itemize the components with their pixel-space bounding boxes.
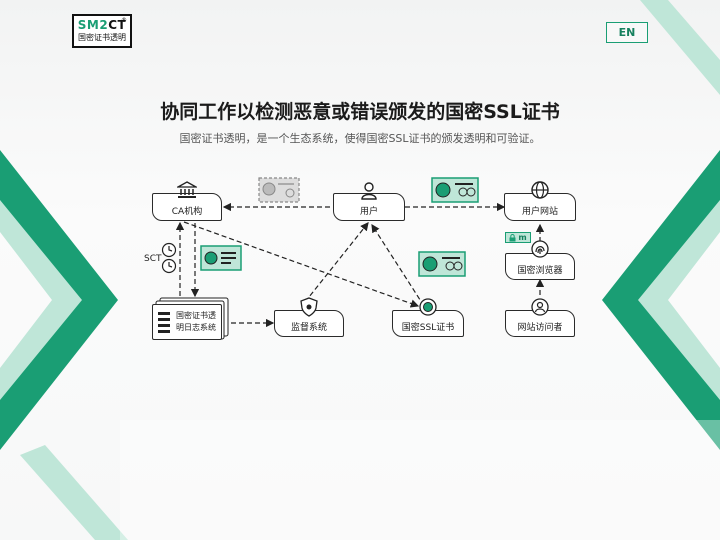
ct-log-node[interactable]: 国密证书透 明日志系统 (152, 304, 222, 340)
ssl-cert-label: 国密SSL证书 (401, 323, 455, 333)
logo[interactable]: ® SM2CT 国密证书透明 (72, 14, 132, 48)
visitor-label: 网站访问者 (517, 323, 563, 333)
cert-seal-icon (419, 298, 437, 316)
user-label: 用户 (359, 207, 378, 217)
logo-subtitle: 国密证书透明 (78, 33, 126, 42)
certificate-icon (418, 251, 466, 277)
ct-log-label-line1: 国密证书透 (176, 311, 216, 320)
page-title: 协同工作以检测恶意或错误颁发的国密SSL证书 (160, 101, 560, 123)
clock-icon (161, 242, 177, 274)
bank-icon (177, 181, 197, 198)
globe-icon (531, 181, 549, 199)
log-lines-icon (158, 312, 170, 333)
certificate-icon (200, 245, 242, 271)
browser-label: 国密浏览器 (517, 266, 563, 276)
lock-icon (509, 233, 516, 241)
certificate-icon (431, 177, 479, 203)
certificate-icon (258, 177, 300, 203)
registered-mark: ® (121, 17, 127, 24)
lock-badge: m (505, 232, 531, 243)
page-subtitle: 国密证书透明，是一个生态系统，使得国密SSL证书的颁发透明和可验证。 (179, 132, 541, 145)
lock-badge-text: m (518, 233, 527, 242)
logo-brand: SM2CT (77, 18, 127, 32)
ct-log-label-line2: 明日志系统 (176, 323, 216, 332)
user-site-label: 用户网站 (521, 207, 558, 217)
user-icon (361, 182, 377, 200)
ca-label: CA机构 (171, 207, 203, 217)
user-node[interactable]: 用户 (333, 193, 405, 221)
shield-icon (300, 297, 318, 317)
language-switch-button[interactable]: EN (606, 22, 648, 43)
fingerprint-icon (531, 240, 549, 258)
visitor-icon (531, 298, 549, 316)
monitor-label: 监督系统 (290, 323, 327, 333)
sct-label: SCT (144, 254, 162, 264)
